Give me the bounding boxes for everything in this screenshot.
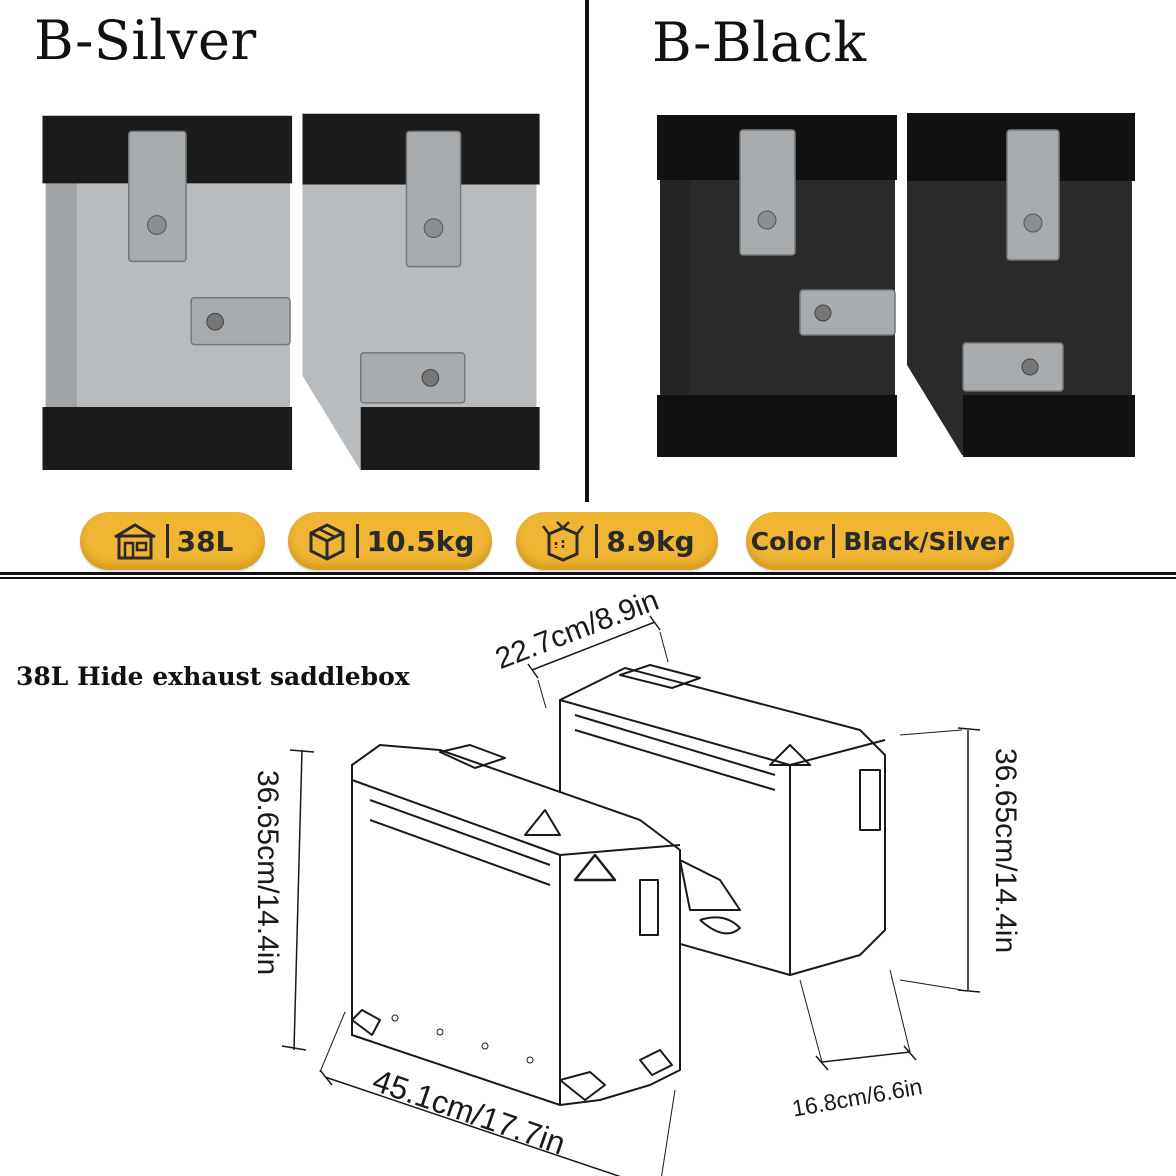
black-case-pair-image	[657, 113, 1135, 457]
spec-value: 38L	[176, 524, 234, 558]
spec-badge-net-weight: 8.9kg	[516, 512, 718, 570]
vertical-divider	[585, 0, 589, 502]
saddlebox-line-drawing	[281, 615, 981, 1176]
spec-badge-volume: 38L	[80, 512, 265, 570]
spec-value: Black/Silver	[843, 526, 1010, 556]
spec-value: 8.9kg	[606, 524, 695, 558]
variant-title-silver: B-Silver	[34, 9, 257, 72]
package-icon	[306, 521, 348, 561]
dimension-left-height: 36.65cm/14.4in	[251, 770, 284, 976]
spec-badge-gross-weight: 10.5kg	[288, 512, 492, 570]
spec-value: 10.5kg	[366, 524, 475, 558]
badge-separator	[355, 524, 359, 558]
spec-badge-color: Color Black/Silver	[746, 512, 1014, 570]
section-rule	[0, 572, 1176, 575]
section-rule	[0, 577, 1176, 579]
house-box-icon	[112, 521, 158, 561]
dimension-right-height: 36.65cm/14.4in	[989, 748, 1022, 954]
spec-label: Color	[750, 526, 825, 556]
silver-case-pair-image	[42, 113, 540, 470]
badge-separator	[165, 524, 169, 558]
badge-separator	[595, 524, 599, 558]
diagram-title: 38L Hide exhaust saddlebox	[16, 662, 410, 691]
variant-title-black: B-Black	[652, 11, 867, 74]
badge-separator	[832, 524, 836, 558]
open-box-icon	[539, 520, 587, 562]
